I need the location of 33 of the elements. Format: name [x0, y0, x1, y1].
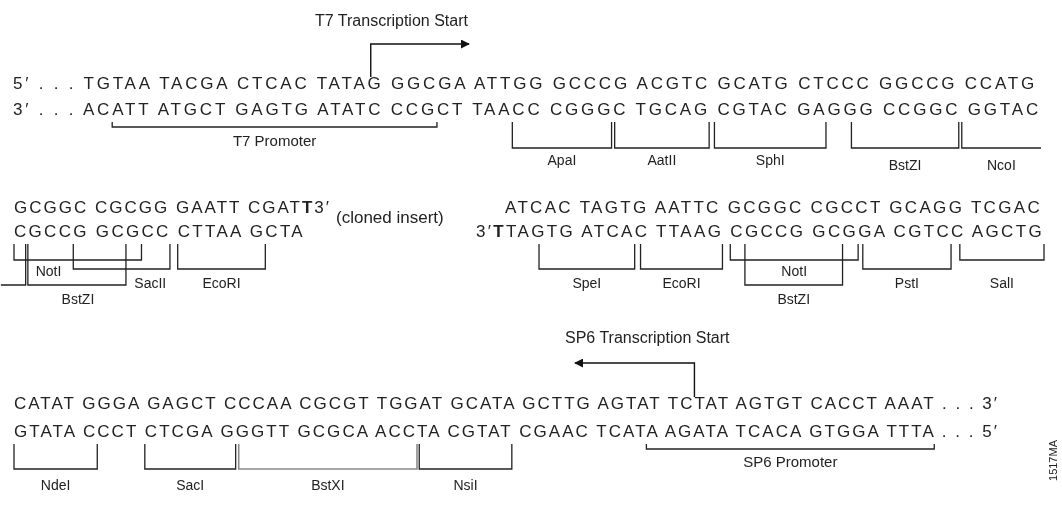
sequence-line: 3′ . . . ACATT ATGCT GAGTG ATATC CCGCT TAACC CGGGC TGCAG CGTAC GAGGG CCGGC GGTAC: [13, 100, 1041, 120]
site-label: NcoI: [987, 157, 1016, 174]
sequence-line: ATCAC TAGTG AATTC GCGGC CGCCT GCAGG TCGAC: [505, 198, 1042, 218]
site-label: SacI: [176, 477, 205, 494]
sequence-line: CGCCG GCGCC CTTAA GCTA: [14, 222, 305, 242]
promoter-label: T7 Promoter: [232, 132, 317, 150]
site-label: SpeI: [572, 275, 602, 292]
site-label: BstXI: [311, 477, 345, 494]
promoter-label: SP6 Promoter: [743, 453, 838, 471]
sequence-line: CATAT GGGA GAGCT CCCAA CGCGT TGGAT GCATA GCTTG AGTAT TCTAT AGTGT CACCT AAAT . . . 3′: [14, 394, 999, 414]
insert-label: (cloned insert): [336, 208, 444, 228]
site-label: BstZI: [61, 291, 95, 308]
site-label: NdeI: [40, 477, 71, 494]
site-label: AatII: [647, 152, 677, 169]
site-label: EcoRI: [662, 275, 701, 292]
site-label: SphI: [755, 152, 785, 169]
transcription-start-label: SP6 Transcription Start: [565, 328, 730, 347]
sequence-line: 3′TTAGTG ATCAC TTAAG CGCCG GCGGA CGTCC AGCTG: [476, 222, 1044, 242]
site-label: PstI: [894, 275, 919, 292]
site-label: ApaI: [547, 152, 577, 169]
sequence-line: GTATA CCCT CTCGA GGGTT GCGCA ACCTA CGTAT CGAAC TCATA AGATA TCACA GTGGA TTTA . . . 5′: [14, 422, 999, 442]
figure-code: 1517MA: [1046, 440, 1060, 481]
site-label: NotI: [781, 263, 808, 280]
transcription-start-label: T7 Transcription Start: [315, 11, 468, 30]
site-label: SalI: [989, 275, 1014, 292]
site-label: BstZI: [777, 291, 811, 308]
site-label: NotI: [35, 263, 62, 280]
sequence-line: 5′ . . . TGTAA TACGA CTCAC TATAG GGCGA ATTGG GCCCG ACGTC GCATG CTCCC GGCCG CCATG: [13, 74, 1037, 94]
site-label: EcoRI: [202, 275, 241, 292]
sequence-line: GCGGC CGCGG GAATT CGATT3′: [14, 198, 331, 218]
site-label: NsiI: [453, 477, 478, 494]
site-label: SacII: [134, 275, 167, 292]
site-label: BstZI: [888, 157, 922, 174]
